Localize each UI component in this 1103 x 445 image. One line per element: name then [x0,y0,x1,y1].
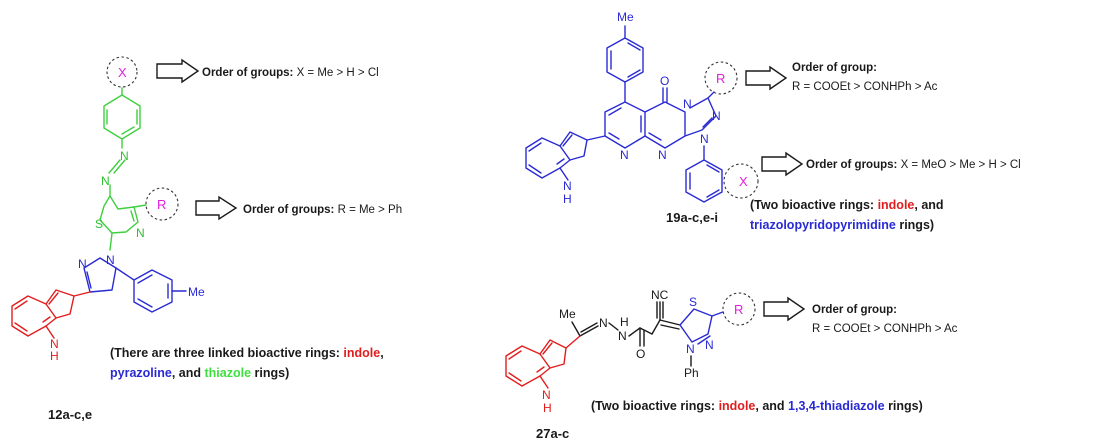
tolyl-ring-19 [606,37,644,83]
bond-thiadiazole-r [711,311,724,317]
atom-n-pyrimidine-19: N [658,148,667,162]
atom-n-triazole-2: N [700,132,709,146]
atom-n-pyridine-19: N [620,148,629,162]
bond-alpha-27 [651,319,661,335]
bond-me-c-27 [571,321,581,337]
atom-n-thiazole: N [136,226,145,240]
atom-n-bridge-19: N [683,97,692,111]
indole-ring-27 [505,339,567,389]
atom-s-27: S [689,295,697,309]
caption-12-line1: (There are three linked bioactive rings:… [110,346,384,360]
compound-label-19: 19a-c,e-i [666,210,718,225]
bond-c-n-27 [579,322,599,337]
arrow-r-19 [745,65,788,91]
atom-h-indole-19: H [563,192,572,206]
annotation-x-19: Order of groups: X = MeO > Me > H > Cl [806,159,1021,171]
compound-12-annotations: Order of groups: X = Me > H > Cl Order o… [156,58,402,221]
pyrimidinone-ring-19 [644,101,686,149]
azo-bond [108,138,126,197]
atom-nc-27: NC [651,288,669,302]
atom-me-12: Me [188,285,205,299]
atom-n-triazole-1: N [712,109,721,123]
x-substituent-circle-19 [723,163,759,199]
bond-carbonyl-19 [662,87,668,103]
annotation-r-12: Order of groups: R = Me > Ph [243,204,402,216]
annotation-x-12: Order of groups: X = Me > H > Cl [202,67,379,79]
atom-o-19: O [660,74,669,88]
annotation-r-19-line1: Order of group: [792,62,877,74]
atom-nh-indole-12: N [50,337,59,351]
pyridine-ring-19 [604,101,646,149]
atom-nh-indole-19: N [563,179,572,193]
compound-label-12: 12a-c,e [48,407,92,422]
bond-co-27 [639,327,653,347]
atom-n2-27: N [705,338,714,352]
phenyl-ring-green [103,94,141,140]
compound-27-structure: Me N N H O NC S N N Ph R [505,288,756,415]
atom-r-12: R [157,197,166,212]
annotation-r-19-line2: R = COOEt > CONHPh > Ac [792,81,938,93]
bond-thiazole-pyrazoline [109,232,113,251]
r-substituent-circle-12 [145,187,179,221]
atom-hn-27: H [620,315,629,329]
compound-12-structure: X N N S N R N N [11,56,205,363]
caption-27: (Two bioactive rings: indole, and 1,3,4-… [591,399,923,413]
r-substituent-circle-27 [722,292,756,326]
compound-19-structure: Me N N N O N N R [525,10,759,206]
atom-n3-27: N [686,342,695,356]
atom-h-indole-27: H [543,401,552,415]
atom-n1-27: N [599,316,608,330]
atom-r-19: R [716,71,725,86]
thiazole-ring [99,195,139,234]
bond-n-nh-27 [608,322,619,331]
compound-19-annotations: Order of group: R = COOEt > CONHPh > Ac … [745,62,1021,177]
x-substituent-circle [106,56,138,88]
atom-me-27: Me [559,307,576,321]
atom-me-19: Me [617,10,634,24]
atom-h-indole-12: H [50,349,59,363]
atom-ph-27: Ph [684,366,699,380]
atom-n-pyrazoline-1: N [78,257,87,271]
thiadiazole-ring-27 [679,308,713,345]
atom-x-19: X [739,174,748,189]
pyrazoline-ring [83,257,117,293]
indole-ring-19 [525,131,588,181]
triazole-ring-19 [684,97,717,137]
aryl-ring-19 [685,159,723,203]
compound-27-annotations: Order of group: R = COOEt > CONHPh > Ac [763,296,958,335]
bond-triazole-r [707,91,715,99]
r-substituent-circle-19 [704,61,738,95]
atom-r-27: R [734,302,743,317]
atom-n-azo-1: N [120,149,129,163]
atom-o-27: O [636,347,645,361]
bond-nh-co-27 [628,327,641,337]
bond-thiazole-r [133,204,147,208]
atom-n-azo-2: N [101,174,110,188]
bond-pyrazoline-tolyl [115,267,135,281]
caption-19-line2: triazolopyridopyrimidine rings) [750,218,934,232]
annotation-r-27-line2: R = COOEt > CONHPh > Ac [812,323,958,335]
caption-12-line2: pyrazoline, and thiazole rings) [110,366,289,380]
tolyl-ring-12 [133,269,173,313]
bond-c-indole-27 [565,335,581,349]
atom-nh-indole-27: N [542,388,551,402]
arrow-x-19 [761,151,804,177]
bond-exo-27 [659,319,681,330]
indole-ring-12 [11,289,75,339]
arrow-r-27 [763,296,806,322]
bond-pyrazoline-indole [73,291,91,297]
atom-nh-27: N [618,329,627,343]
caption-19-line1: (Two bioactive rings: indole, and [750,198,944,212]
arrow-r-12 [195,195,238,221]
bond-cn-27 [656,301,664,321]
atom-s-thiazole: S [95,217,103,231]
atom-x: X [118,65,127,80]
atom-n-pyrazoline-2: N [106,253,115,267]
compound-label-27: 27a-c [536,426,569,441]
annotation-r-27-line1: Order of group: [812,304,897,316]
bond-pyridine-indole [586,135,606,141]
arrow-x-12 [156,58,200,84]
